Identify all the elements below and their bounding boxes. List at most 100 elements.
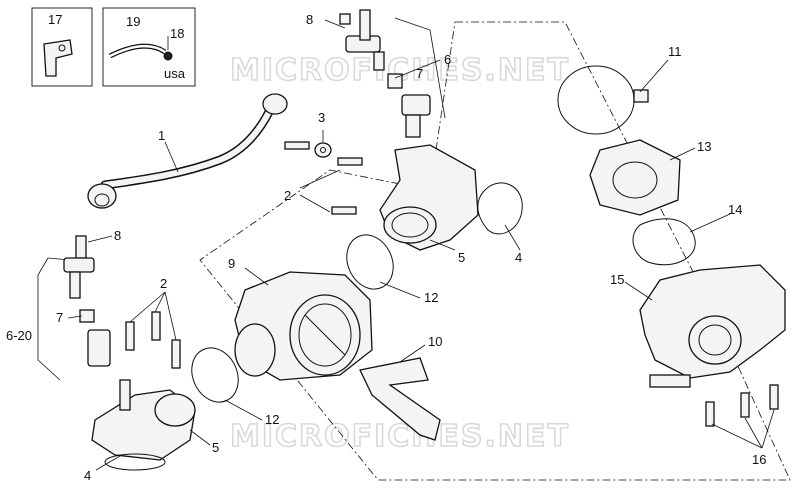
bracket-6-upper	[394, 17, 446, 119]
callout-18: 18	[170, 26, 184, 41]
callout-9: 9	[228, 256, 235, 271]
leader-8-upper	[324, 19, 346, 29]
manifold-5-lower-port	[154, 393, 196, 427]
gasket-4-lower	[104, 453, 166, 471]
bolt-2-e	[151, 311, 161, 341]
watermark-bottom: MICROFICHES.NET	[230, 419, 570, 454]
callout-11: 11	[668, 44, 682, 59]
bolt-2-a	[284, 141, 310, 150]
injector-6-upper-nozzle	[405, 114, 421, 138]
clamp-12-lower	[191, 347, 239, 403]
throttle-body-9-inlet	[234, 323, 276, 377]
callout-1: 1	[158, 128, 165, 143]
gasket-4-upper	[477, 182, 523, 235]
clamp-11	[557, 65, 635, 135]
bolt-16-a	[705, 401, 715, 427]
leader-11	[639, 59, 669, 93]
injector-left	[87, 329, 111, 367]
leader-9	[244, 267, 269, 286]
throttle-body-15-bore	[698, 324, 732, 356]
callout-2-upper: 2	[284, 188, 291, 203]
bolts-16	[705, 384, 779, 427]
fuel-rail-left	[63, 257, 95, 273]
injector-left-assembly	[63, 235, 111, 367]
gasket-14	[632, 218, 696, 266]
leader-2-lower	[129, 291, 177, 341]
callout-17: 17	[48, 12, 62, 27]
callout-15: 15	[610, 272, 624, 287]
callout-7-upper: 7	[416, 66, 423, 81]
callout-5-lower: 5	[212, 440, 219, 455]
adapter-13-bore	[612, 161, 658, 199]
throttle-body-15	[639, 264, 786, 388]
hose-1-core	[102, 107, 273, 188]
hose-1-fitting-lower	[87, 183, 117, 209]
bolt-2-b	[337, 157, 363, 166]
leader-1	[164, 141, 179, 173]
bolt-16-c	[769, 384, 779, 410]
bracket-17-hole	[58, 44, 66, 52]
manifold-5-lower-boss	[119, 379, 131, 411]
leader-4-upper	[504, 224, 521, 251]
leader-15	[624, 281, 653, 301]
callout-6-20: 6-20	[6, 328, 32, 343]
callout-10: 10	[428, 334, 442, 349]
bolt-2-f	[171, 339, 181, 369]
manifold-5-upper-bore	[391, 212, 429, 238]
throttle-body-15-bore-rim	[688, 315, 742, 365]
throttle-body-9	[234, 271, 373, 381]
leader-12-upper	[379, 281, 421, 299]
leader-6-upper	[394, 59, 441, 79]
leader-2-upper	[299, 169, 341, 213]
fuel-rail-upper-stem	[359, 9, 371, 41]
bracket-6-20	[37, 257, 71, 381]
bolt-2-d	[125, 321, 135, 351]
washer-3	[314, 142, 332, 158]
leader-16	[711, 409, 775, 449]
callout-12-upper: 12	[424, 290, 438, 305]
bolt-16-b	[740, 392, 750, 418]
leader-lines	[67, 19, 775, 471]
callout-usa: usa	[164, 66, 186, 81]
callout-5-upper: 5	[458, 250, 465, 265]
injector-6-upper	[401, 94, 431, 116]
throttle-body-15-bracket	[649, 374, 691, 388]
fuel-rail-left-stem	[69, 271, 81, 299]
adapter-13	[589, 139, 681, 216]
hose-1-fitting-lower-bore	[94, 193, 110, 207]
clamp-12-upper	[346, 234, 394, 290]
leader-12-lower	[224, 399, 263, 421]
callout-14: 14	[728, 202, 742, 217]
screw-8-left	[75, 235, 87, 259]
hose-1-fitting-upper	[262, 93, 288, 115]
clip-7-upper	[387, 73, 403, 89]
callout-7-left: 7	[56, 310, 63, 325]
callout-2-lower: 2	[160, 276, 167, 291]
callout-6-upper: 6	[444, 52, 451, 67]
screw-8-upper	[339, 13, 351, 25]
callout-13: 13	[697, 139, 711, 154]
leader-5-lower	[189, 429, 211, 446]
leader-5-upper	[429, 239, 456, 251]
hose-19-core	[109, 44, 166, 58]
bolts-2-upper	[284, 141, 363, 215]
leader-10	[399, 344, 426, 363]
callout-16: 16	[752, 452, 766, 467]
leader-7-left	[67, 315, 83, 319]
washer-3-hole	[320, 147, 326, 153]
callout-8-upper: 8	[306, 12, 313, 27]
duct-10	[359, 357, 441, 441]
throttle-body-9-bore	[298, 303, 352, 367]
manifold-5-upper-port	[383, 206, 437, 244]
callout-12-lower: 12	[265, 412, 279, 427]
fuel-rail-upper-outlet	[373, 51, 385, 71]
assembly-outline	[199, 21, 791, 481]
leader-8-left	[87, 235, 113, 243]
callout-3: 3	[318, 110, 325, 125]
leader-13	[669, 147, 696, 161]
clamp-11-screw	[633, 89, 649, 103]
injector-upper-assembly	[339, 9, 431, 138]
callout-19: 19	[126, 14, 140, 29]
